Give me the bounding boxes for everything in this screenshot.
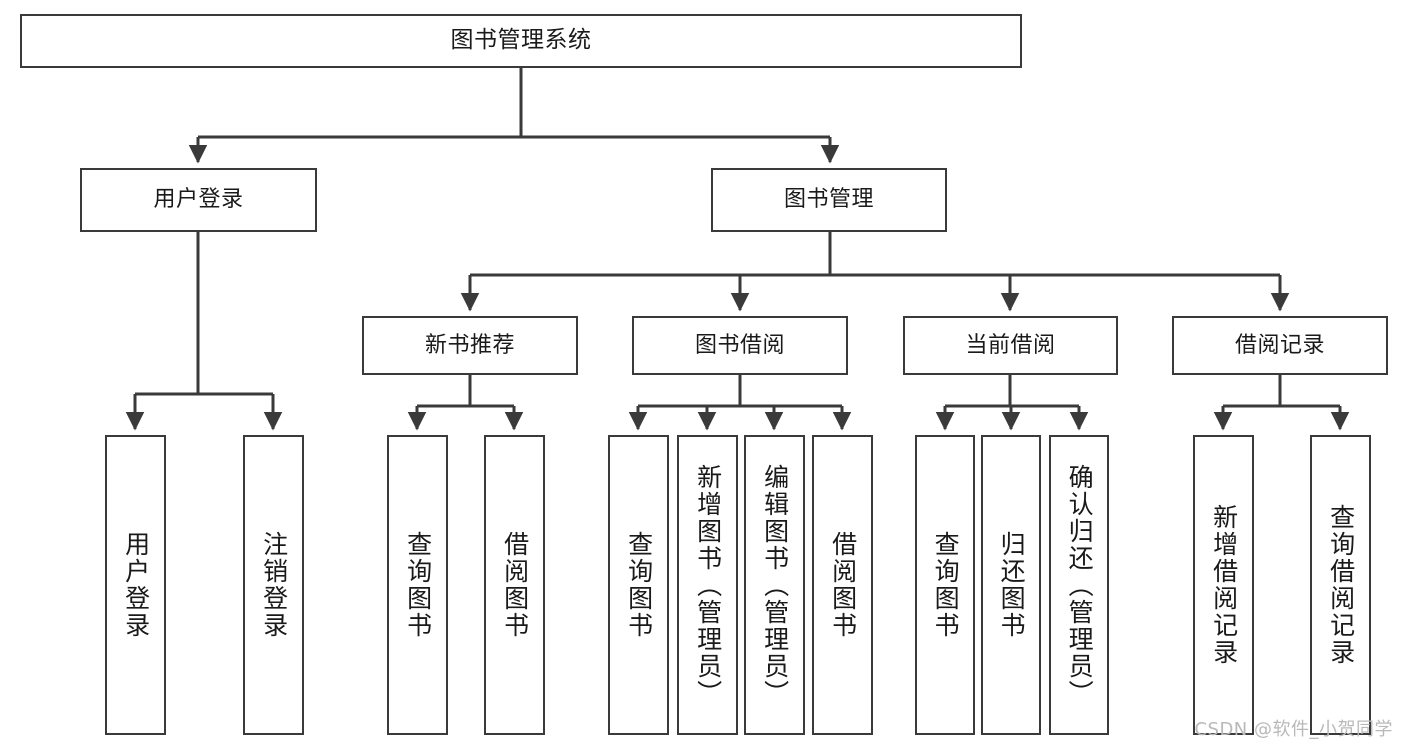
node-leaf-return-book-label: 归还图书 bbox=[997, 531, 1027, 639]
node-leaf-logout-label: 注销登录 bbox=[259, 531, 289, 639]
node-leaf-query-book-3[interactable]: 查询图书 bbox=[915, 435, 975, 735]
node-leaf-add-book-label: 新增图书（管理员） bbox=[693, 463, 723, 707]
node-leaf-user-login[interactable]: 用户登录 bbox=[105, 435, 166, 735]
node-leaf-borrow-book-2[interactable]: 借阅图书 bbox=[812, 435, 873, 735]
node-borrow-record-label: 借阅记录 bbox=[1234, 332, 1325, 358]
node-current-borrow-label: 当前借阅 bbox=[965, 332, 1056, 358]
node-borrow-record[interactable]: 借阅记录 bbox=[1172, 316, 1388, 375]
node-user-login-label: 用户登录 bbox=[153, 187, 244, 213]
node-new-book-rec[interactable]: 新书推荐 bbox=[362, 316, 578, 375]
node-leaf-borrow-book-1[interactable]: 借阅图书 bbox=[484, 435, 545, 735]
node-leaf-add-book[interactable]: 新增图书（管理员） bbox=[677, 435, 738, 735]
node-book-admin-label: 图书管理 bbox=[783, 187, 874, 213]
node-leaf-edit-book-label: 编辑图书（管理员） bbox=[760, 463, 790, 707]
node-book-borrow-label: 图书借阅 bbox=[694, 332, 785, 358]
node-leaf-query-book-2-label: 查询图书 bbox=[624, 531, 654, 639]
node-leaf-add-record-label: 新增借阅记录 bbox=[1209, 504, 1239, 666]
node-leaf-query-book-1[interactable]: 查询图书 bbox=[387, 435, 448, 735]
node-book-borrow[interactable]: 图书借阅 bbox=[632, 316, 848, 375]
node-leaf-user-login-label: 用户登录 bbox=[121, 531, 151, 639]
node-leaf-borrow-book-2-label: 借阅图书 bbox=[828, 531, 858, 639]
node-leaf-query-book-2[interactable]: 查询图书 bbox=[608, 435, 669, 735]
node-leaf-confirm-return[interactable]: 确认归还（管理员） bbox=[1049, 435, 1109, 735]
node-leaf-query-record-label: 查询借阅记录 bbox=[1326, 504, 1356, 666]
node-leaf-return-book[interactable]: 归还图书 bbox=[981, 435, 1041, 735]
node-leaf-borrow-book-1-label: 借阅图书 bbox=[500, 531, 530, 639]
node-leaf-add-record[interactable]: 新增借阅记录 bbox=[1193, 435, 1254, 735]
node-root-label: 图书管理系统 bbox=[450, 27, 592, 54]
node-leaf-query-book-1-label: 查询图书 bbox=[403, 531, 433, 639]
node-leaf-query-book-3-label: 查询图书 bbox=[931, 531, 961, 639]
node-user-login[interactable]: 用户登录 bbox=[80, 168, 317, 232]
node-leaf-confirm-return-label: 确认归还（管理员） bbox=[1065, 463, 1095, 707]
node-book-admin[interactable]: 图书管理 bbox=[711, 168, 947, 232]
node-current-borrow[interactable]: 当前借阅 bbox=[903, 316, 1118, 375]
node-leaf-logout[interactable]: 注销登录 bbox=[243, 435, 304, 735]
node-leaf-query-record[interactable]: 查询借阅记录 bbox=[1310, 435, 1371, 735]
node-new-book-rec-label: 新书推荐 bbox=[424, 332, 515, 358]
node-root[interactable]: 图书管理系统 bbox=[20, 14, 1022, 68]
node-leaf-edit-book[interactable]: 编辑图书（管理员） bbox=[744, 435, 805, 735]
